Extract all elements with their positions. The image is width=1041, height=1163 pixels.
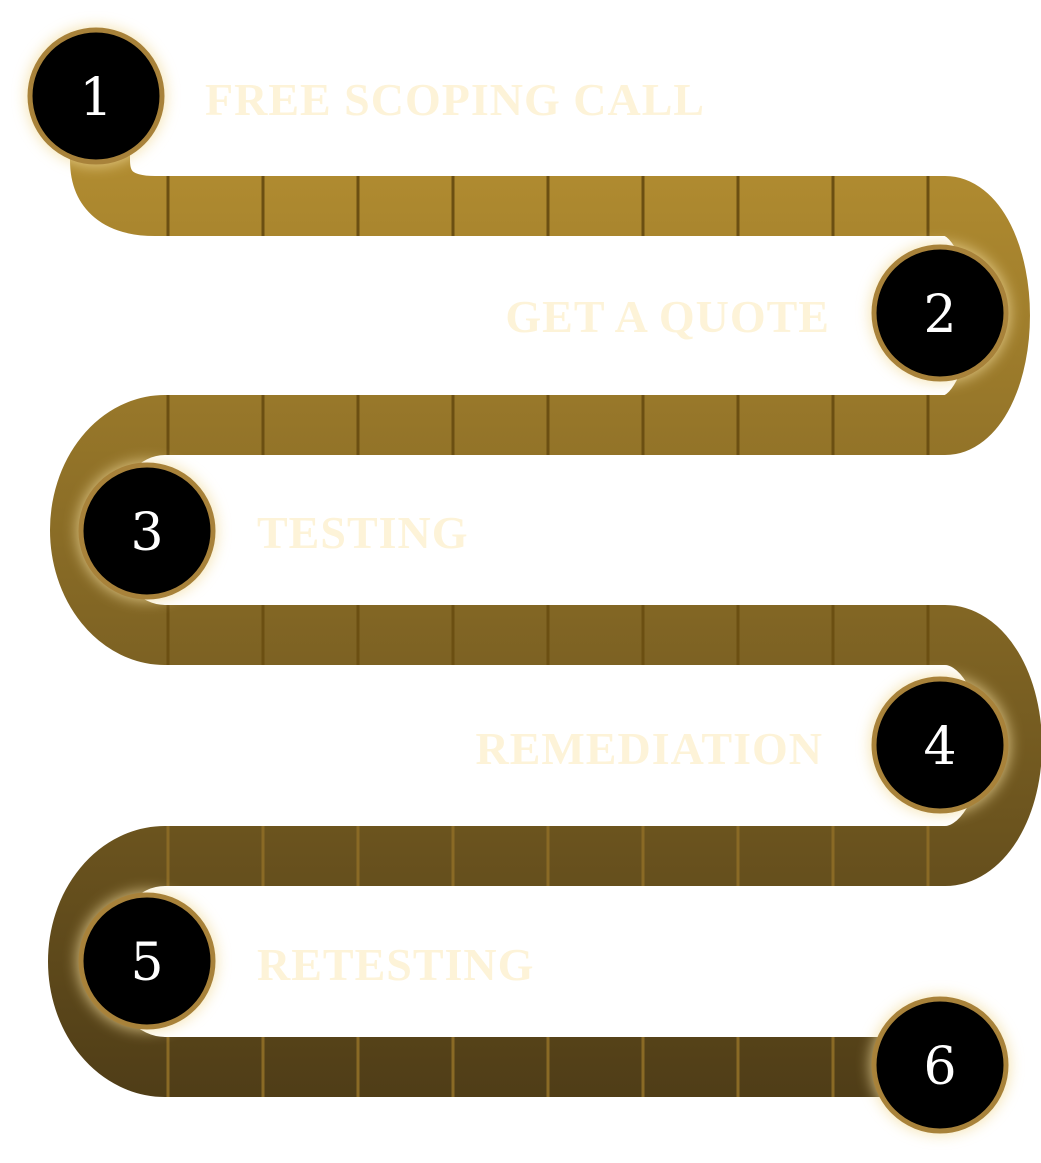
step-circle — [871, 244, 1009, 382]
road-segment-dividers — [166, 176, 930, 1097]
step-number: 1 — [79, 68, 112, 128]
step-6: 6 — [870, 995, 1010, 1135]
step-number: 2 — [923, 285, 956, 345]
step-label: REMEDIATION — [475, 723, 823, 774]
winding-road — [48, 110, 1041, 1097]
step-label: RETESTING — [257, 939, 534, 990]
step-circle — [78, 892, 216, 1030]
step-number: 5 — [130, 933, 163, 993]
step-circle — [871, 676, 1009, 814]
step-circle — [78, 462, 216, 600]
step-circle — [871, 996, 1009, 1134]
step-number: 6 — [923, 1037, 956, 1097]
step-number: 4 — [923, 717, 956, 777]
step-circle — [27, 27, 165, 165]
step-label: TESTING — [257, 507, 469, 558]
step-5: 5 RETESTING — [77, 891, 534, 1031]
step-label: FREE SCOPING CALL — [205, 74, 705, 125]
step-label: GET A QUOTE — [505, 291, 830, 342]
step-number: 3 — [130, 503, 163, 563]
step-3: 3 TESTING — [77, 461, 469, 601]
step-4: 4 REMEDIATION — [475, 675, 1010, 815]
step-1: 1 FREE SCOPING CALL — [26, 26, 705, 166]
step-2: 2 GET A QUOTE — [505, 243, 1010, 383]
road-path — [48, 110, 1041, 1097]
